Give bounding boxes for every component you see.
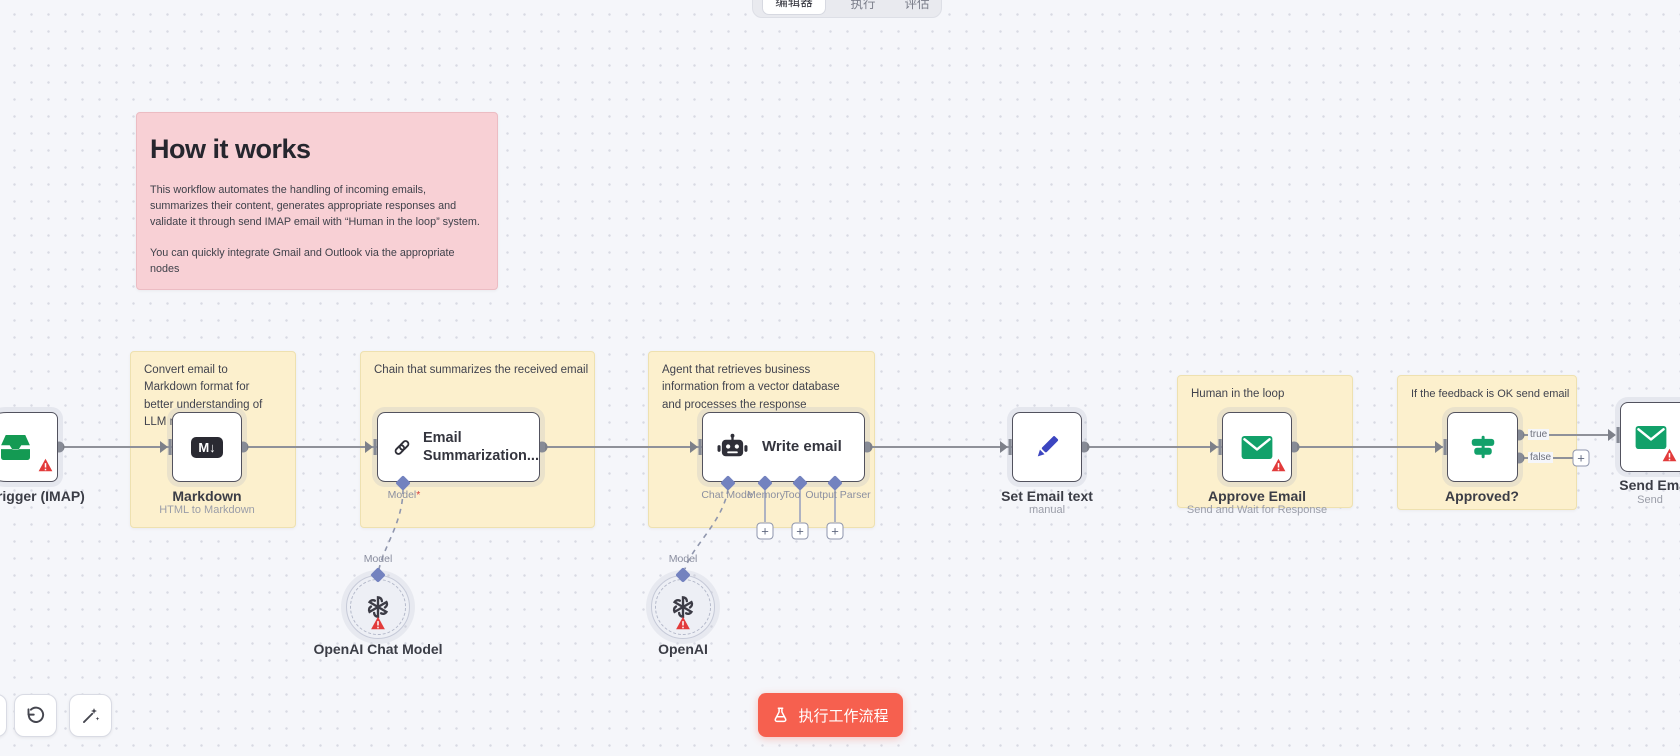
node-label-markdown: Markdown [172, 488, 242, 504]
sticky-note-markdown-text: Convert email to Markdown format for bet… [144, 364, 263, 428]
tab-evaluations[interactable]: 评估 [904, 0, 930, 11]
envelope-icon [1241, 435, 1273, 459]
agent-input-label-output-parser: Output Parser [805, 489, 871, 501]
agent-input-label-tool: Too [783, 489, 801, 501]
envelope-icon [1635, 425, 1667, 449]
warning-icon [1662, 448, 1677, 467]
node-label-approved: Approved? [1445, 488, 1519, 504]
tidy-up-button[interactable] [69, 694, 112, 737]
connection-agent-openai [684, 488, 729, 570]
warning-icon [676, 616, 691, 635]
subnode-label-openai: OpenAI [658, 641, 708, 657]
node-label-send: Send Email [1619, 477, 1680, 493]
agent-input-label-chat-model: Chat Mode [701, 489, 753, 501]
node-title-agent: Write email [762, 437, 842, 455]
sticky-note-content: How it works This workflow automates the… [137, 113, 497, 302]
node-write-email-agent[interactable]: Write email [702, 412, 865, 482]
tab-editor[interactable]: 编辑器 [762, 0, 826, 15]
execute-workflow-button[interactable]: 执行工作流程 [758, 693, 903, 737]
branch-label-false: false [1528, 452, 1554, 463]
model-connector-label: Model [668, 553, 698, 565]
undo-icon [27, 706, 45, 723]
subnode-label-openai-chat-model: OpenAI Chat Model [313, 641, 443, 657]
sub-input-lines [764, 488, 836, 522]
node-set-email-text[interactable] [1012, 412, 1082, 482]
model-connections [378, 488, 729, 570]
node-label-approve: Approve Email [1207, 488, 1307, 504]
markdown-icon: M↓ [191, 436, 223, 458]
tidy-wand-icon [83, 708, 100, 723]
subnode-openai-chat-model[interactable] [346, 575, 410, 639]
add-false-branch-button[interactable]: + [1572, 449, 1590, 467]
model-connector-label: Model [363, 553, 393, 565]
inbox-icon [0, 434, 30, 460]
node-markdown[interactable]: M↓ [172, 412, 242, 482]
warning-icon [1271, 458, 1286, 477]
node-label-set-email: Set Email text [1001, 488, 1093, 504]
sticky-note-feedback-text: If the feedback is OK send email [1411, 388, 1570, 400]
sticky-note-chain-text: Chain that summarizes the received email [374, 364, 589, 376]
toolbar-button-clipped[interactable] [0, 694, 7, 737]
branch-label-true: true [1528, 429, 1550, 440]
model-input-label-summarize: Model* [387, 489, 421, 501]
node-approved-if[interactable] [1447, 412, 1518, 482]
node-label-trigger: Trigger (IMAP) [0, 488, 85, 504]
warning-icon [371, 616, 386, 635]
node-title-summarize: Email Summarization... [422, 429, 539, 464]
sticky-note-agent-text: Agent that retrieves business informatio… [662, 364, 840, 411]
node-subtitle-markdown: HTML to Markdown [159, 504, 255, 516]
agent-input-label-memory: Memory [747, 489, 785, 501]
warning-icon [38, 458, 53, 477]
sticky-note-markdown[interactable]: Convert email to Markdown format for bet… [130, 351, 296, 528]
how-it-works-paragraph-1: This workflow automates the handling of … [150, 183, 480, 228]
robot-icon [717, 433, 748, 456]
node-approve-email[interactable] [1222, 412, 1292, 482]
subnode-openai[interactable] [651, 575, 715, 639]
signpost-icon [1471, 435, 1494, 459]
add-output-parser-button[interactable]: + [826, 522, 844, 540]
execute-workflow-label: 执行工作流程 [798, 707, 889, 725]
flask-icon [775, 707, 787, 723]
chain-icon [394, 439, 410, 455]
add-tool-button[interactable]: + [791, 522, 809, 540]
node-subtitle-send: Send [1637, 494, 1663, 506]
sticky-note-human-in-loop-text: Human in the loop [1191, 388, 1285, 400]
pencil-icon [1037, 436, 1059, 457]
how-it-works-paragraph-2: You can quickly integrate Gmail and Outl… [150, 247, 455, 276]
node-trigger-imap[interactable] [0, 412, 58, 482]
tab-executions[interactable]: 执行 [850, 0, 876, 11]
node-send-email[interactable] [1620, 402, 1680, 472]
input-endpoints [160, 427, 1620, 455]
view-switcher: 编辑器 执行 评估 [752, 0, 942, 18]
node-subtitle-set-email: manual [1028, 504, 1066, 516]
sticky-note-agent[interactable]: Agent that retrieves business informatio… [648, 351, 875, 528]
sticky-note-how-it-works[interactable]: How it works This workflow automates the… [136, 112, 498, 290]
node-email-summarization[interactable]: Email Summarization... [377, 412, 540, 482]
add-memory-button[interactable]: + [756, 522, 774, 540]
how-it-works-title: How it works [150, 134, 311, 164]
undo-button[interactable] [14, 694, 57, 737]
node-subtitle-approve: Send and Wait for Response [1186, 504, 1328, 516]
